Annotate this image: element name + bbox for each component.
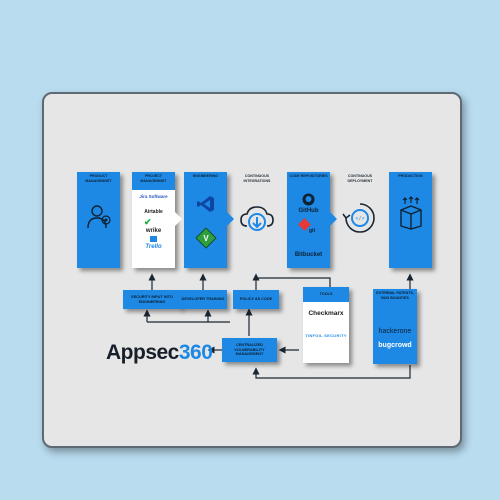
svg-text:V: V <box>203 234 209 243</box>
stage-production-label: PRODUCTION <box>389 172 432 190</box>
trello-icon <box>150 236 157 242</box>
stage-code-label: CODE REPOSITORIES <box>287 172 330 190</box>
tools-panel: TOOLS Checkmarx TINFOIL SECURITY <box>303 287 349 363</box>
security-input-box: SECURITY INPUT INTO ENGINEERING <box>123 290 181 309</box>
arrow-external-central <box>252 365 411 379</box>
tools-header: TOOLS <box>303 287 349 302</box>
logo-number: 360 <box>178 341 213 364</box>
tinfoil-logo: TINFOIL SECURITY <box>305 333 347 338</box>
logo-text: Appsec <box>106 341 179 364</box>
stage-product-label: PRODUCT MANAGEMNET <box>77 172 120 190</box>
centralized-vuln-box: CENTRALIZED VULNERABILITY MANAGEMENT <box>222 338 277 362</box>
deployment-cycle-icon: </> <box>342 203 375 233</box>
cloud-sync-icon <box>240 206 274 231</box>
wrike-logo: wrike <box>145 228 162 234</box>
stage-engineering-label: ENGINEERING <box>184 172 227 190</box>
checkmarx-logo: Checkmarx <box>308 310 344 317</box>
developer-training-box: DEVELOPER TRAINING <box>179 290 227 309</box>
product-manager-icon <box>87 205 111 229</box>
diagram-panel <box>42 92 462 448</box>
jira-logo: Jira Software <box>139 194 168 199</box>
external-panel: EXTERNAL PATENTS, BUG BOUNTIES hackerone… <box>373 289 417 364</box>
vscode-icon <box>197 196 214 212</box>
stage-engineering: ENGINEERING V <box>184 172 234 268</box>
github-logo: GitHub <box>298 208 319 214</box>
stage-project: PROJECT MANAGEMNET Jira Software Airtabl… <box>132 172 182 268</box>
stage-project-label: PROJECT MANAGEMNET <box>132 172 175 190</box>
ci-label: CONTINUOUS INTEGRATIONS <box>243 174 271 183</box>
stage-project-arrow <box>175 212 182 226</box>
stage-engineering-arrow <box>227 212 234 226</box>
check-icon: ✔ <box>144 217 152 227</box>
policy-as-code-box: POLICY AS CODE <box>233 290 279 309</box>
stage-code-arrow <box>330 212 337 226</box>
airtable-logo: Airtable <box>144 209 163 215</box>
external-label: EXTERNAL PATENTS, BUG BOUNTIES <box>376 291 414 300</box>
git-logo: git <box>309 228 316 234</box>
trello-logo: Trello <box>145 244 162 250</box>
stage-code: CODE REPOSITORIES GitHub git Bitbucket <box>287 172 337 268</box>
vim-icon: V <box>195 227 217 249</box>
bitbucket-logo: Bitbucket <box>294 252 323 258</box>
stage-product: PRODUCT MANAGEMNET <box>77 172 120 268</box>
appsec360-logo: Appsec 360 <box>106 340 213 366</box>
github-icon <box>302 193 315 206</box>
stage-production: PRODUCTION <box>389 172 432 268</box>
bugcrowd-logo: bugcrowd <box>378 342 412 349</box>
cd-label: CONTINUOUS DEPLOYMENT <box>347 174 373 183</box>
hackerone-logo: hackerone <box>378 328 412 335</box>
box-release-icon <box>400 196 422 230</box>
svg-text:</>: </> <box>355 216 364 222</box>
